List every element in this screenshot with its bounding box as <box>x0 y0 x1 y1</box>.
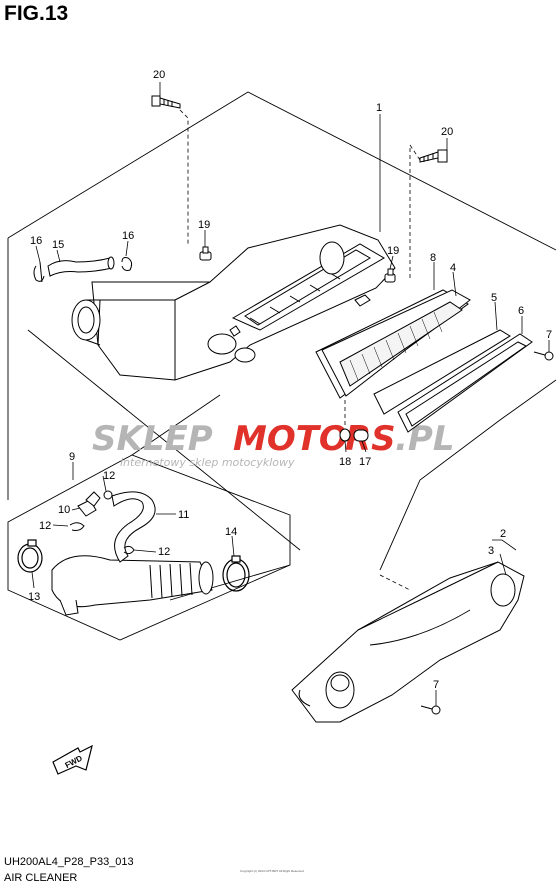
callout-8: 8 <box>430 252 436 264</box>
air-cleaner-case-lower <box>291 561 525 723</box>
callout-2: 2 <box>500 528 506 540</box>
forward-arrow: FWD <box>52 744 93 775</box>
callout-6: 6 <box>518 305 524 317</box>
callout-4: 4 <box>450 262 456 274</box>
watermark-brand-a: SKLEP <box>92 419 213 459</box>
clip-17 <box>353 429 369 442</box>
callout-16-b: 16 <box>122 230 134 242</box>
screw-7-bottom <box>420 705 441 715</box>
callout-1: 1 <box>376 102 382 114</box>
clamp-13 <box>17 539 43 573</box>
callout-19-b: 19 <box>387 245 399 257</box>
callout-11: 11 <box>178 509 189 521</box>
callout-numbers: 20 1 20 19 19 16 15 16 8 4 5 6 7 18 17 9… <box>28 69 552 691</box>
callout-12-c: 12 <box>158 546 170 558</box>
clip-18 <box>339 428 351 442</box>
figure-code: UH200AL4_P28_P33_013 <box>4 856 134 868</box>
joint-10 <box>77 491 101 517</box>
filter-cover-6 <box>397 333 533 433</box>
callout-14: 14 <box>225 526 237 538</box>
grommet-19-right <box>384 268 396 283</box>
filter-plate-5 <box>373 329 511 415</box>
bolt-20-top-right <box>419 149 448 163</box>
callout-9: 9 <box>69 451 75 463</box>
callout-17: 17 <box>359 456 371 468</box>
grommet-19-left <box>199 246 212 261</box>
air-cleaner-case <box>91 224 396 381</box>
watermark-brand-d: .PL <box>395 419 455 459</box>
callout-12-b: 12 <box>39 520 51 532</box>
callout-20-a: 20 <box>153 69 165 81</box>
watermark-brand-c: RS <box>345 419 396 459</box>
callout-20-b: 20 <box>441 126 453 138</box>
copyright-note: Copyright (c) 2024 CPT-BRT All Right Res… <box>240 869 304 873</box>
callout-leaders <box>31 82 550 706</box>
callout-7-a: 7 <box>546 329 552 341</box>
screw-7-top <box>533 351 554 361</box>
callout-12-a: 12 <box>103 470 115 482</box>
callout-10: 10 <box>58 504 70 516</box>
callout-3: 3 <box>488 545 494 557</box>
watermark-tagline: internetowy sklep motocyklowy <box>120 456 295 469</box>
callout-19-a: 19 <box>198 219 210 231</box>
watermark-brand-b: MOTO <box>233 419 348 459</box>
clamp-14 <box>222 555 250 592</box>
callout-13: 13 <box>28 591 40 603</box>
callout-5: 5 <box>491 292 497 304</box>
figure-title: FIG.13 <box>4 2 69 25</box>
air-filter-element-4 <box>321 289 471 397</box>
intake-pipe-13 <box>51 555 214 616</box>
watermark: SKLEP MOTO RS .PL internetowy sklep moto… <box>92 419 455 469</box>
breather-hose-15 <box>47 256 115 277</box>
callout-7-b: 7 <box>433 679 439 691</box>
clamp-16-left <box>33 261 45 283</box>
group-frame-lines <box>7 91 557 641</box>
callout-16-a: 16 <box>30 235 42 247</box>
air-intake-snorkel <box>71 299 101 346</box>
section-title: AIR CLEANER <box>4 872 78 884</box>
callout-15: 15 <box>52 239 64 251</box>
clamp-16-right <box>121 257 133 271</box>
bolt-20-top-left <box>151 95 181 109</box>
callout-18: 18 <box>339 456 351 468</box>
hose-11 <box>111 491 156 563</box>
